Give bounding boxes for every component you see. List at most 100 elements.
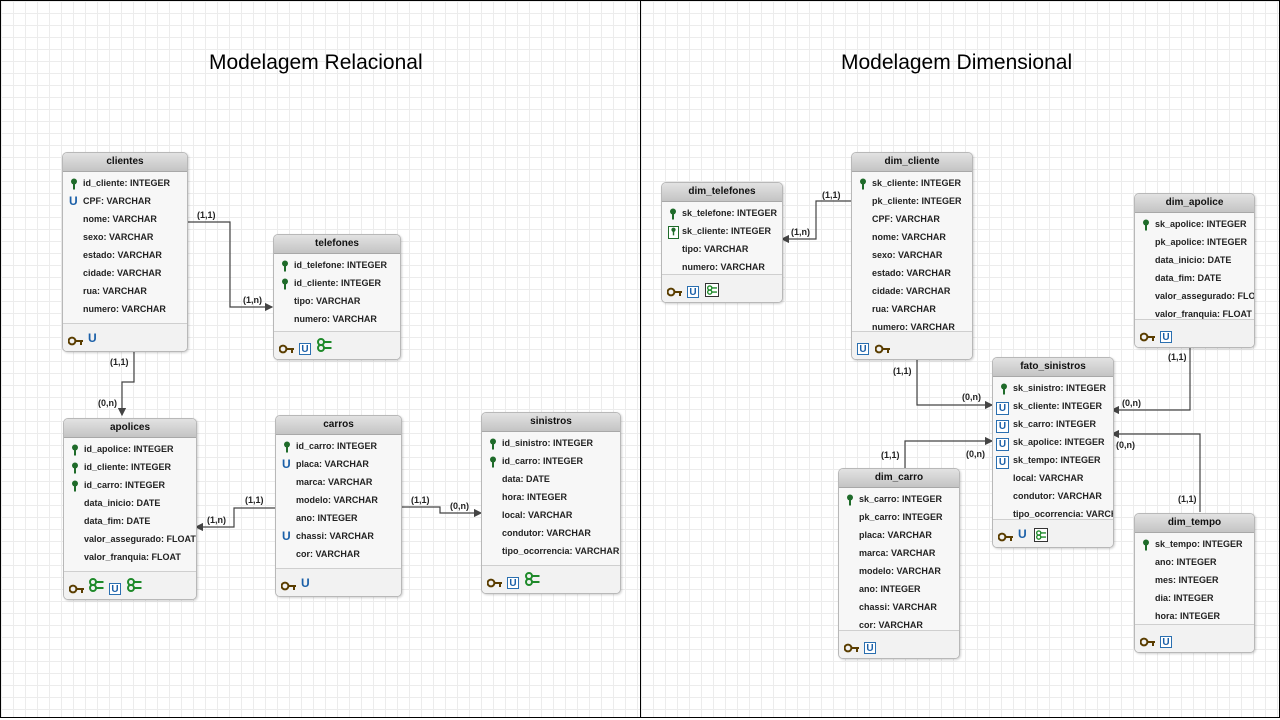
attribute-row[interactable]: mes: INTEGER: [1135, 571, 1254, 589]
attribute-row[interactable]: numero: VARCHAR: [852, 318, 972, 336]
key-icon[interactable]: [278, 341, 294, 355]
attribute-row[interactable]: pk_apolice: INTEGER: [1135, 233, 1254, 251]
attribute-row[interactable]: sk_apolice: INTEGER: [1135, 215, 1254, 233]
attribute-row[interactable]: condutor: VARCHAR: [482, 524, 620, 542]
key-icon[interactable]: [666, 284, 682, 298]
foreign-key-icon[interactable]: [705, 282, 719, 297]
attribute-row[interactable]: id_carro: INTEGER: [482, 452, 620, 470]
attribute-row[interactable]: nome: VARCHAR: [852, 228, 972, 246]
unique-icon[interactable]: U: [88, 331, 97, 345]
unique-icon[interactable]: U: [299, 339, 313, 355]
attribute-row[interactable]: hora: INTEGER: [482, 488, 620, 506]
foreign-key-icon[interactable]: [525, 572, 540, 586]
attribute-row[interactable]: sexo: VARCHAR: [63, 228, 187, 246]
attribute-row[interactable]: sk_cliente: INTEGER: [662, 222, 782, 240]
unique-icon[interactable]: U: [1160, 632, 1174, 648]
attribute-row[interactable]: id_cliente: INTEGER: [64, 458, 196, 476]
attribute-row[interactable]: estado: VARCHAR: [63, 246, 187, 264]
attribute-row[interactable]: sexo: VARCHAR: [852, 246, 972, 264]
attribute-row[interactable]: tipo: VARCHAR: [274, 292, 400, 310]
attribute-row[interactable]: dia: INTEGER: [1135, 589, 1254, 607]
attribute-row[interactable]: id_cliente: INTEGER: [274, 274, 400, 292]
attribute-row[interactable]: placa: VARCHAR: [839, 526, 959, 544]
attribute-row[interactable]: sk_telefone: INTEGER: [662, 204, 782, 222]
attribute-row[interactable]: data_inicio: DATE: [1135, 251, 1254, 269]
key-icon[interactable]: [843, 640, 859, 654]
attribute-row[interactable]: id_sinistro: INTEGER: [482, 434, 620, 452]
attribute-row[interactable]: ano: INTEGER: [1135, 553, 1254, 571]
key-icon[interactable]: [997, 529, 1013, 543]
attribute-row[interactable]: data_fim: DATE: [64, 512, 196, 530]
attribute-row[interactable]: id_carro: INTEGER: [276, 437, 401, 455]
attribute-row[interactable]: pk_cliente: INTEGER: [852, 192, 972, 210]
foreign-key-icon[interactable]: [317, 338, 332, 352]
key-icon[interactable]: [68, 581, 84, 595]
key-icon[interactable]: [1139, 329, 1155, 343]
foreign-key-icon[interactable]: [1034, 527, 1048, 542]
unique-icon[interactable]: U: [301, 576, 310, 590]
attribute-row[interactable]: sk_carro: INTEGER: [839, 490, 959, 508]
attribute-row[interactable]: marca: VARCHAR: [276, 473, 401, 491]
attribute-row[interactable]: cor: VARCHAR: [276, 545, 401, 563]
attribute-row[interactable]: rua: VARCHAR: [852, 300, 972, 318]
attribute-row[interactable]: id_cliente: INTEGER: [63, 174, 187, 192]
attribute-row[interactable]: numero: VARCHAR: [274, 310, 400, 328]
attribute-row[interactable]: numero: VARCHAR: [662, 258, 782, 276]
attribute-row[interactable]: pk_carro: INTEGER: [839, 508, 959, 526]
attribute-row[interactable]: chassi: VARCHAR: [839, 598, 959, 616]
attribute-row[interactable]: data_fim: DATE: [1135, 269, 1254, 287]
attribute-row[interactable]: numero: VARCHAR: [63, 300, 187, 318]
unique-icon[interactable]: U: [864, 638, 878, 654]
attribute-row[interactable]: tipo_ocorrencia: VARCHAR: [482, 542, 620, 560]
unique-icon[interactable]: U: [687, 282, 701, 298]
attribute-row[interactable]: id_telefone: INTEGER: [274, 256, 400, 274]
unique-icon[interactable]: U: [1018, 527, 1027, 541]
unique-icon[interactable]: U: [1160, 327, 1174, 343]
attribute-row[interactable]: valor_franquia: FLOAT: [64, 548, 196, 566]
attribute-row[interactable]: marca: VARCHAR: [839, 544, 959, 562]
attribute-row[interactable]: ano: INTEGER: [839, 580, 959, 598]
attribute-row[interactable]: CPF: VARCHAR: [852, 210, 972, 228]
attribute-row[interactable]: hora: INTEGER: [1135, 607, 1254, 625]
key-icon[interactable]: [874, 341, 890, 355]
attribute-row[interactable]: id_apolice: INTEGER: [64, 440, 196, 458]
foreign-key-icon[interactable]: [127, 578, 142, 592]
key-icon[interactable]: [1139, 634, 1155, 648]
key-icon[interactable]: [280, 578, 296, 592]
attribute-row[interactable]: modelo: VARCHAR: [276, 491, 401, 509]
unique-icon[interactable]: U: [507, 573, 521, 589]
attribute-row[interactable]: sk_sinistro: INTEGER: [993, 379, 1113, 397]
attribute-row[interactable]: cor: VARCHAR: [839, 616, 959, 634]
attribute-row[interactable]: tipo_ocorrencia: VARCHAR: [993, 505, 1113, 523]
attribute-row[interactable]: sk_cliente: INTEGER: [852, 174, 972, 192]
attribute-row[interactable]: condutor: VARCHAR: [993, 487, 1113, 505]
attribute-row[interactable]: nome: VARCHAR: [63, 210, 187, 228]
attribute-row[interactable]: estado: VARCHAR: [852, 264, 972, 282]
attribute-row[interactable]: valor_franquia: FLOAT: [1135, 305, 1254, 323]
attribute-row[interactable]: valor_assegurado: FLOAT: [1135, 287, 1254, 305]
attribute-row[interactable]: rua: VARCHAR: [63, 282, 187, 300]
attribute-row[interactable]: data_inicio: DATE: [64, 494, 196, 512]
attribute-row[interactable]: modelo: VARCHAR: [839, 562, 959, 580]
attribute-row[interactable]: valor_assegurado: FLOAT: [64, 530, 196, 548]
attribute-row[interactable]: data: DATE: [482, 470, 620, 488]
attribute-row[interactable]: local: VARCHAR: [482, 506, 620, 524]
attribute-row[interactable]: sk_tempo: INTEGER: [1135, 535, 1254, 553]
attribute-row[interactable]: tipo: VARCHAR: [662, 240, 782, 258]
